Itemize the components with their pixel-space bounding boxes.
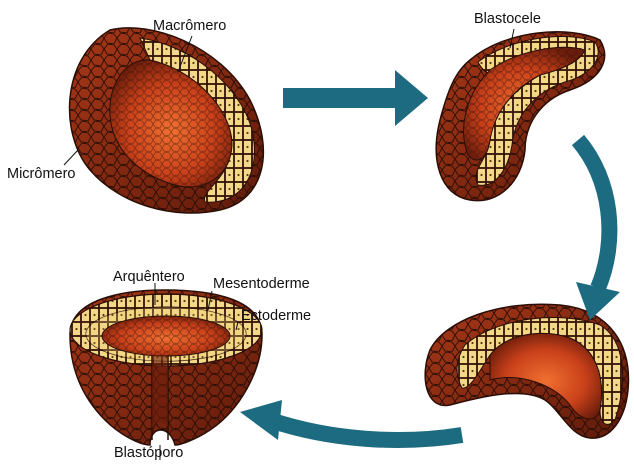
label-blastocele: Blastocele [474, 12, 541, 27]
arrow-right [283, 70, 428, 126]
invagination-stage-2 [425, 304, 628, 438]
gastrula-stage [70, 290, 262, 445]
label-blastoporo: Blastóporo [114, 446, 183, 461]
arrow-left-curve [240, 400, 462, 440]
blastula-stage [70, 28, 264, 213]
label-mesentoderme: Mesentoderme [213, 277, 310, 292]
invagination-stage-1 [436, 32, 604, 201]
arrow-down-curve [576, 140, 620, 320]
label-macromero: Macrômero [153, 19, 226, 34]
label-arquentero: Arquêntero [113, 270, 185, 285]
label-micromero: Micrômero [7, 167, 75, 182]
label-ectoderme: Ectoderme [241, 309, 311, 324]
